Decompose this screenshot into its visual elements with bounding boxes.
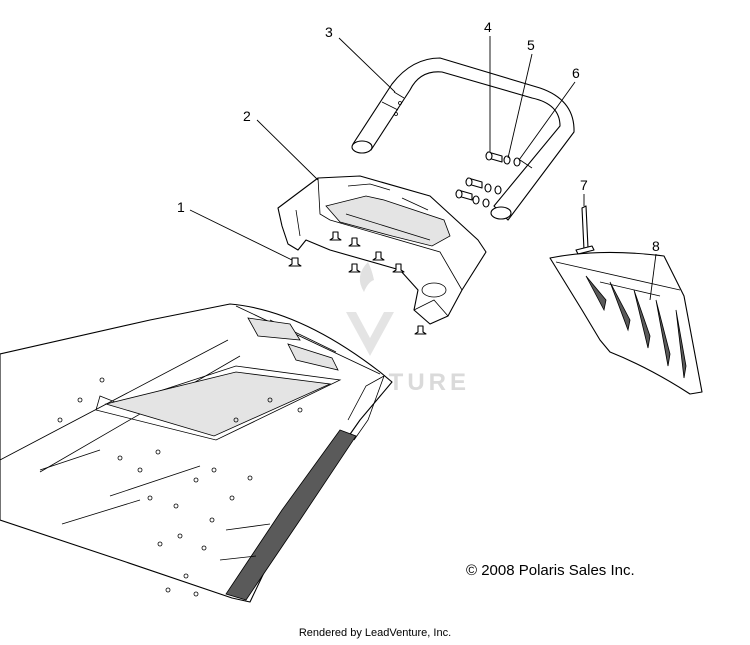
rendered-by-footer: Rendered by LeadVenture, Inc. bbox=[298, 627, 452, 639]
callout-2: 2 bbox=[243, 108, 251, 124]
callout-3: 3 bbox=[325, 24, 333, 40]
rivet-set bbox=[288, 231, 427, 335]
bolt-set bbox=[455, 151, 521, 208]
tunnel-chassis bbox=[0, 303, 393, 603]
grab-bar-part bbox=[351, 57, 575, 221]
callout-4: 4 bbox=[484, 19, 492, 35]
push-pin-part bbox=[575, 205, 595, 255]
callout-8: 8 bbox=[652, 238, 660, 254]
copyright-notice: © 2008 Polaris Sales Inc. bbox=[466, 562, 635, 579]
callout-6: 6 bbox=[572, 65, 580, 81]
callout-5: 5 bbox=[527, 37, 535, 53]
callout-7: 7 bbox=[580, 177, 588, 193]
leader-lines bbox=[189, 36, 657, 301]
snow-flap-part bbox=[549, 251, 703, 395]
callout-1: 1 bbox=[177, 199, 185, 215]
rear-support-part bbox=[277, 175, 487, 325]
